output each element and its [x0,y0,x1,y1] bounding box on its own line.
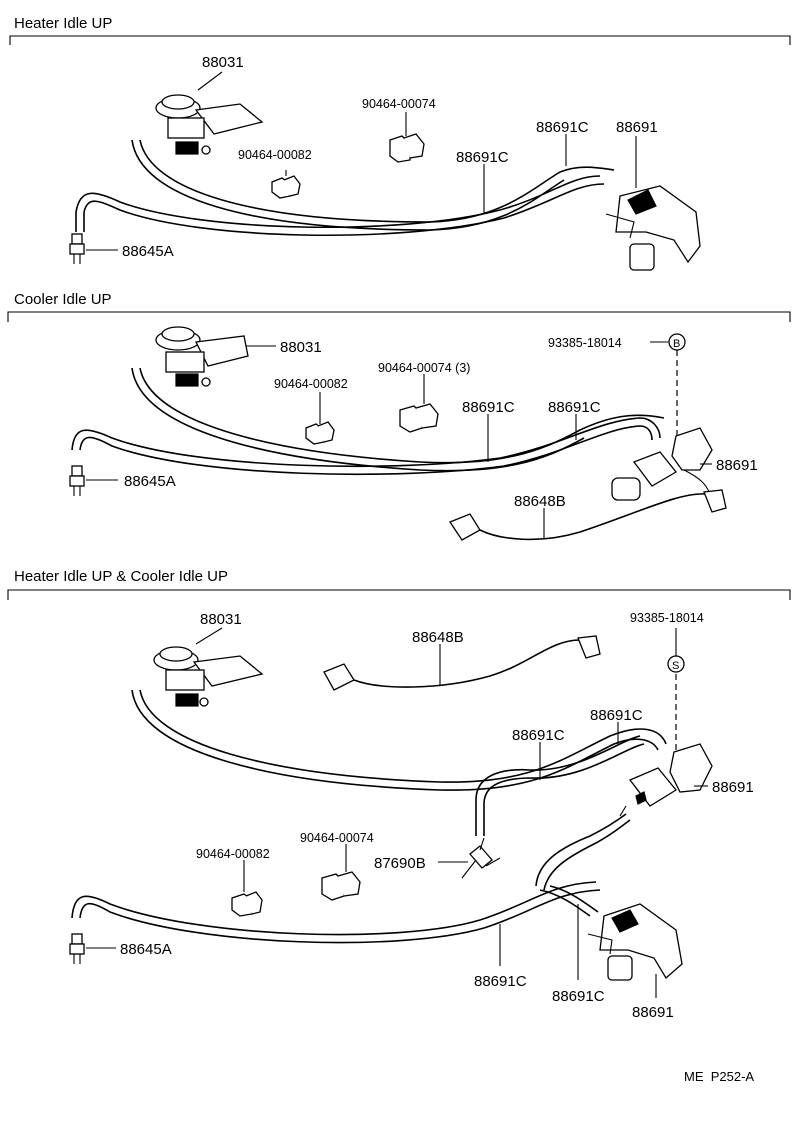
clip-90464-00074 [399,403,439,433]
part-number-87690B: 87690B [374,855,426,872]
vacuum-hose [539,885,599,917]
section-title: Heater Idle UP & Cooler Idle UP [14,568,228,585]
section-title: Cooler Idle UP [14,291,112,308]
tee-87690B [461,837,501,879]
clip-90464-00074 [321,871,361,901]
part-number-88691: 88691 [712,779,754,796]
part-number-88648B: 88648B [514,493,566,510]
part-number-93385-18014: 93385-18014 [548,336,622,350]
valve-88691 [587,903,683,981]
vsv-88031 [155,326,249,387]
part-number-88691C: 88691C [536,119,589,136]
part-number-88645A: 88645A [122,243,174,260]
wire-harness-88648B [323,635,601,691]
part-number-90464-00074: 90464-00074 [362,97,436,111]
vacuum-hose [131,689,659,791]
valve-88691 [605,185,701,271]
fitting-88645A [69,233,85,264]
vacuum-hose [139,139,615,223]
part-number-88648B: 88648B [412,629,464,646]
vacuum-hose [475,735,641,836]
part-number-88691C: 88691C [548,399,601,416]
vacuum-hose [139,689,667,783]
section-heater-idle-up: Heater Idle UP 88031 90464-00082 [9,15,791,271]
part-number-88691C: 88691C [462,399,515,416]
vacuum-hose [131,367,585,472]
part-number-90464-00082: 90464-00082 [238,148,312,162]
badge-letter: B [673,338,680,350]
clip-90464-00082 [305,421,335,445]
vacuum-hose [83,183,605,237]
part-number-88645A: 88645A [124,473,176,490]
wire-harness-88648B [449,489,727,541]
part-number-90464-00074: 90464-00074 (3) [378,361,470,375]
part-number-88691C: 88691C [590,707,643,724]
section-bracket [7,589,791,600]
leader-line [195,627,223,645]
part-number-88031: 88031 [280,339,322,356]
section-bracket [9,35,791,45]
hose-end [75,212,85,232]
fitting-88645A [69,465,85,496]
part-number-90464-00074: 90464-00074 [300,831,374,845]
vsv-88031 [153,646,264,707]
vacuum-hose [483,743,645,836]
part-number-88691C: 88691C [552,988,605,1005]
section-bracket [7,311,791,322]
vacuum-hose [139,367,665,464]
badge-letter: S [672,660,679,672]
part-number-88031: 88031 [202,54,244,71]
vsv-88031 [155,94,264,155]
fitting-88645A [69,933,85,964]
valve-88691 [619,743,713,817]
part-number-93385-18014: 93385-18014 [630,611,704,625]
badge-circle [667,655,685,673]
vacuum-hose [131,139,565,231]
section-title: Heater Idle UP [14,15,112,32]
part-number-88691C: 88691C [474,973,527,990]
figure-code: ME P252-A [684,1069,754,1084]
part-number-90464-00082: 90464-00082 [274,377,348,391]
valve-88691 [611,427,713,501]
clip-90464-00082 [271,175,301,199]
part-number-90464-00082: 90464-00082 [196,847,270,861]
part-number-88691: 88691 [716,457,758,474]
vacuum-hose [543,819,631,891]
leader-line [197,71,223,91]
vacuum-hose [71,881,597,936]
vacuum-hose [79,889,601,944]
clip-90464-00082 [231,891,263,917]
part-number-88691C: 88691C [456,149,509,166]
section-heater-cooler-idle-up: Heater Idle UP & Cooler Idle UP 88031 88… [7,568,791,1021]
vacuum-hose [75,175,601,229]
part-number-88691: 88691 [616,119,658,136]
part-number-88691C: 88691C [512,727,565,744]
part-number-88031: 88031 [200,611,242,628]
vacuum-hose [535,813,627,887]
part-number-88691: 88691 [632,1004,674,1021]
part-number-88645A: 88645A [120,941,172,958]
section-cooler-idle-up: Cooler Idle UP 88031 93385-18014 B [7,291,791,541]
clip-90464-00074 [389,133,425,163]
